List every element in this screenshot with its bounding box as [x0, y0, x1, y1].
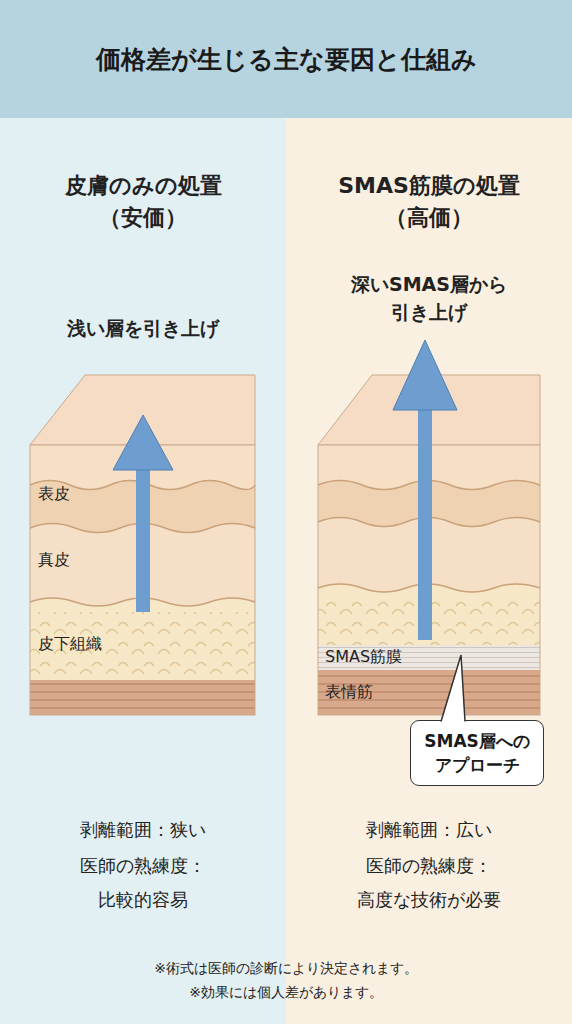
layer-label: 皮下組織 [38, 634, 102, 654]
skin-block-right [318, 340, 540, 715]
layer-label: SMAS筋膜 [325, 647, 402, 667]
panel: 皮膚のみの処置 （安価） 浅い層を引き上げ剥離範囲：狭い医師の熟練度： 比較的容易 [0, 118, 286, 1024]
layer-label: 表情筋 [325, 682, 373, 702]
layer-label: 真皮 [38, 550, 70, 570]
panel-stat: 剥離範囲：狭い [18, 815, 268, 845]
panel-heading: 皮膚のみの処置 （安価） [43, 170, 243, 234]
footnote: ※効果には個人差があります。 [0, 982, 572, 1002]
panel-stat: 医師の熟練度： 高度な技術が必要 [342, 849, 517, 917]
skin-block-left [30, 375, 255, 715]
footnote: ※術式は医師の診断により決定されます。 [0, 958, 572, 978]
title: 価格差が生じる主な要因と仕組み [10, 43, 562, 76]
panel-subheading: 深いSMAS層から 引き上げ [342, 270, 517, 326]
panel: SMAS筋膜の処置 （高価） 深いSMAS層から 引き上げ剥離範囲：広い医師の熟練… [286, 118, 572, 1024]
panel-subheading: 浅い層を引き上げ [18, 314, 268, 342]
callout-tail [411, 643, 491, 723]
panel-stat: 医師の熟練度： 比較的容易 [56, 849, 231, 917]
callout-box: SMAS層への アプローチ [410, 720, 544, 786]
layer-label: 表皮 [38, 484, 70, 504]
panel-stat: 剥離範囲：広い [304, 815, 554, 845]
panel-heading: SMAS筋膜の処置 （高価） [327, 170, 532, 234]
title-band [0, 0, 572, 118]
callout-text: SMAS層への アプローチ [421, 729, 533, 777]
